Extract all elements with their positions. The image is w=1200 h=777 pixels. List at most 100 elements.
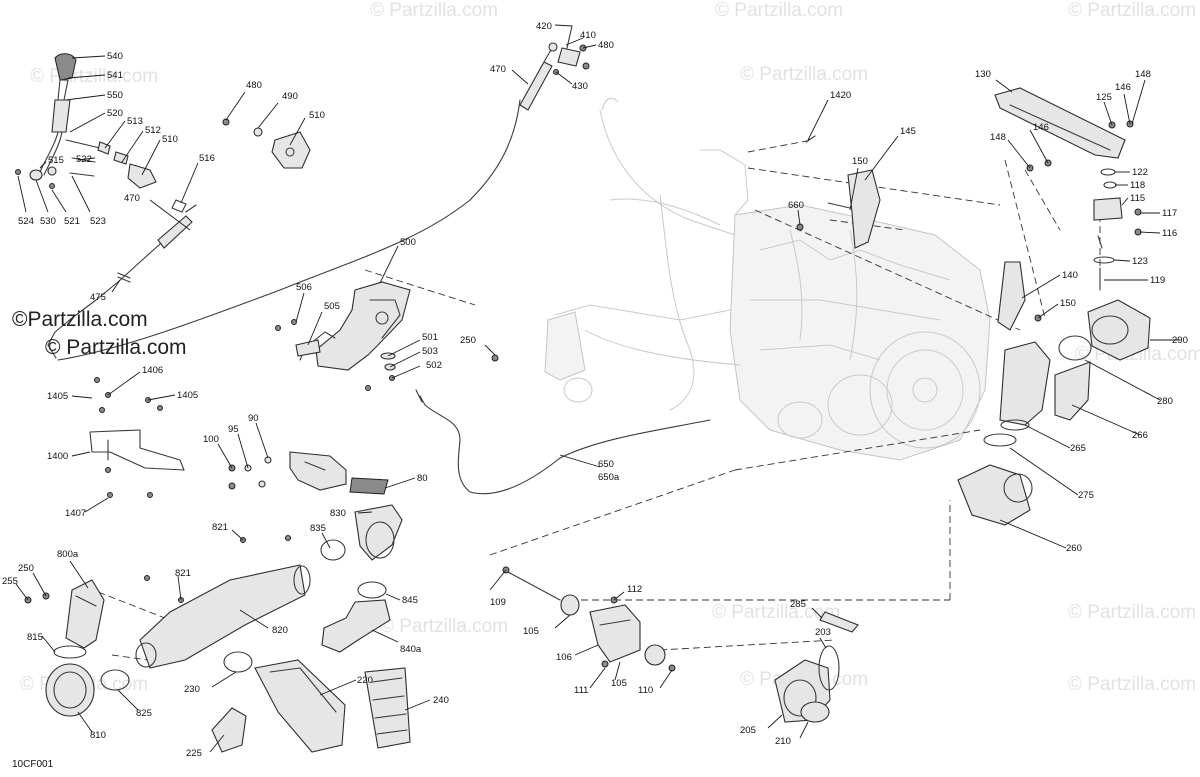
- callout-label: 470: [490, 64, 506, 75]
- callout-label: 230: [184, 684, 200, 695]
- shift-lever-assembly: [15, 53, 197, 359]
- callout-labels: 540 541 550 520 513 512 510 515 522 516 …: [2, 21, 1188, 759]
- callout-label: 148: [990, 132, 1006, 143]
- callout-label: 512: [145, 125, 161, 136]
- callout-label: 520: [107, 108, 123, 119]
- callout-label: 1407: [65, 508, 86, 519]
- callout-label: 835: [310, 523, 326, 534]
- callout-label: 146: [1033, 122, 1049, 133]
- duct-lower-right: [774, 611, 859, 723]
- callout-label: 500: [400, 237, 416, 248]
- watermark: © Partzilla.com: [712, 602, 840, 623]
- callout-label: 800a: [57, 549, 79, 560]
- leader-lines: [15, 24, 1180, 753]
- callout-label: 660: [788, 200, 804, 211]
- airbox: [211, 659, 411, 753]
- callout-label: 290: [1172, 335, 1188, 346]
- callout-label: 650: [598, 459, 614, 470]
- callout-label: 522: [76, 154, 92, 165]
- callout-label: 150: [1060, 298, 1076, 309]
- pump-assembly: [502, 566, 676, 672]
- callout-label: 1400: [47, 451, 68, 462]
- callout-label: 550: [107, 90, 123, 101]
- callout-label: 501: [422, 332, 438, 343]
- engine-ghost: [544, 97, 991, 461]
- callout-label: 1405: [47, 391, 68, 402]
- callout-label: 280: [1157, 396, 1173, 407]
- callout-label: 510: [162, 134, 178, 145]
- callout-label: 821: [175, 568, 191, 579]
- callout-label: 275: [1078, 490, 1094, 501]
- watermark: © Partzilla.com: [1068, 0, 1196, 21]
- callout-label: 210: [775, 736, 791, 747]
- callout-label: 513: [127, 116, 143, 127]
- callout-label: 148: [1135, 69, 1151, 80]
- callout-label: 830: [330, 508, 346, 519]
- callout-label: 540: [107, 51, 123, 62]
- callout-label: 503: [422, 346, 438, 357]
- callout-label: 521: [64, 216, 80, 227]
- callout-label: 815: [27, 632, 43, 643]
- callout-label: 205: [740, 725, 756, 736]
- callout-label: 90: [248, 413, 259, 424]
- callout-label: 410: [580, 30, 596, 41]
- callout-label: 530: [40, 216, 56, 227]
- bracket-500: [275, 281, 499, 391]
- callout-label: 115: [1130, 193, 1145, 204]
- callout-label: 105: [611, 678, 627, 689]
- watermark: © Partzilla.com: [30, 66, 158, 87]
- callout-label: 255: [2, 576, 18, 587]
- callout-label: 145: [900, 126, 916, 137]
- callout-label: 250: [460, 335, 476, 346]
- callout-label: 122: [1132, 167, 1148, 178]
- callout-label: 130: [975, 69, 991, 80]
- callout-label: 515: [48, 155, 64, 166]
- callout-label: 250: [18, 563, 34, 574]
- callout-label: 220: [357, 675, 373, 686]
- callout-label: 502: [426, 360, 442, 371]
- callout-label: 140: [1062, 270, 1078, 281]
- top-center-parts: [222, 118, 311, 169]
- callout-label: 650a: [598, 472, 620, 483]
- cable-bracket-top: [553, 25, 590, 75]
- callout-label: 106: [556, 652, 572, 663]
- callout-label: 825: [136, 708, 152, 719]
- callout-label: 475: [90, 292, 106, 303]
- callout-label: 95: [228, 424, 239, 435]
- callout-label: 111: [574, 685, 588, 696]
- callout-label: 516: [199, 153, 215, 164]
- callout-label: 146: [1115, 82, 1131, 93]
- callout-label: 430: [572, 81, 588, 92]
- callout-label: 203: [815, 627, 831, 638]
- callout-label: 505: [324, 301, 340, 312]
- callout-label: 1406: [142, 365, 163, 376]
- callout-label: 480: [246, 80, 262, 91]
- callout-label: 285: [790, 599, 806, 610]
- callout-label: 480: [598, 40, 614, 51]
- callout-label: 125: [1096, 92, 1112, 103]
- callout-label: 150: [852, 156, 868, 167]
- callout-label: 820: [272, 625, 288, 636]
- watermark: © Partzilla.com: [380, 616, 508, 637]
- partzilla-watermark: ©Partzilla.com: [12, 308, 148, 331]
- callout-label: 123: [1132, 256, 1148, 267]
- intake-lower-left: [24, 537, 311, 717]
- cable-650: [415, 389, 711, 495]
- callout-label: 116: [1162, 228, 1177, 239]
- callout-label: 1405: [177, 390, 198, 401]
- callout-label: 225: [186, 748, 202, 759]
- callout-label: 490: [282, 91, 298, 102]
- callout-label: 112: [627, 584, 642, 595]
- right-mount-parts: [796, 87, 1142, 331]
- watermark: © Partzilla.com: [740, 64, 868, 85]
- callout-label: 1420: [830, 90, 851, 101]
- callout-label: 105: [523, 626, 539, 637]
- callout-label: 240: [433, 695, 449, 706]
- callout-label: 810: [90, 730, 106, 741]
- callout-label: 506: [296, 282, 312, 293]
- callout-label: 117: [1162, 208, 1177, 219]
- partzilla-watermark: © Partzilla.com: [45, 336, 187, 359]
- callout-label: 470: [124, 193, 140, 204]
- callout-label: 118: [1130, 180, 1145, 191]
- pedal-assembly: [228, 451, 389, 495]
